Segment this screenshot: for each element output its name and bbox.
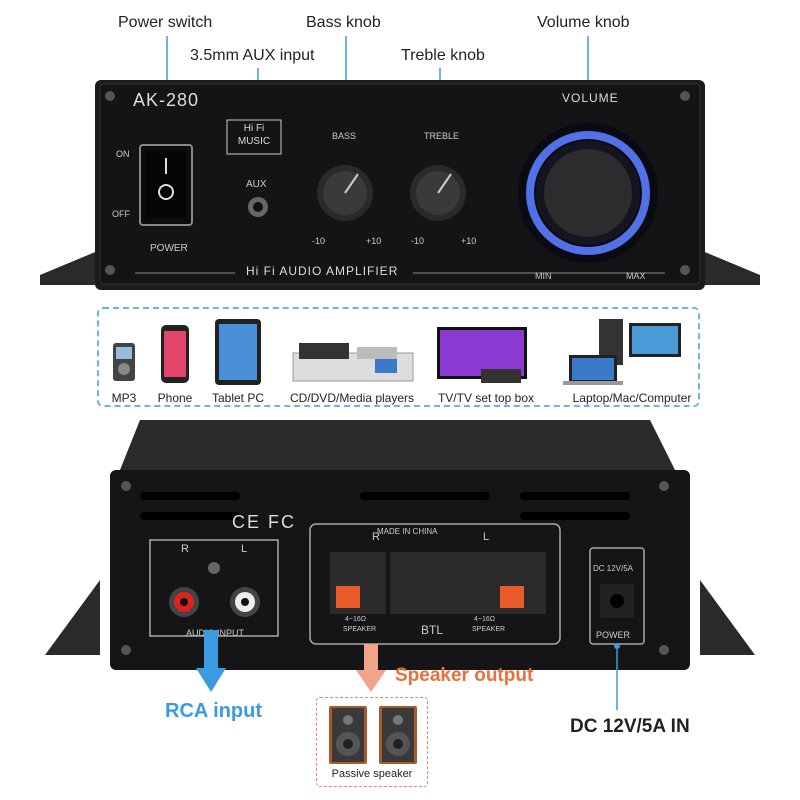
- bass-max-label: +10: [366, 236, 382, 246]
- treble-label: TREBLE: [424, 131, 460, 141]
- device-label-computer: Laptop/Mac/Computer: [572, 391, 692, 405]
- device-label-mp3: MP3: [111, 391, 137, 405]
- speaker-word-right: SPEAKER: [472, 626, 506, 633]
- speaker-arrow: [356, 644, 386, 692]
- model-name: AK-280: [133, 90, 200, 110]
- tv-icon: [437, 327, 527, 383]
- badge-line1: Hi Fi: [243, 123, 265, 134]
- rca-r-label: R: [181, 543, 189, 555]
- power-label: POWER: [150, 243, 188, 254]
- media-player-icon: [292, 343, 414, 382]
- devices-illustrations: [113, 319, 681, 385]
- aux-input-callout: 3.5mm AUX input: [190, 47, 315, 64]
- speaker-spec-left: 4~16Ω: [345, 616, 366, 623]
- hifi-badge: Hi Fi MUSIC: [227, 122, 281, 148]
- on-label: ON: [116, 149, 130, 159]
- speaker-spec-right: 4~16Ω: [474, 616, 495, 623]
- volume-label: VOLUME: [562, 91, 619, 105]
- rca-l-label: L: [241, 543, 248, 555]
- dc-in-label: DC 12V/5A IN: [570, 716, 690, 737]
- aux-label: AUX: [246, 179, 267, 190]
- mp3-player-icon: [113, 343, 135, 381]
- device-label-phone: Phone: [157, 391, 193, 405]
- passive-speaker-box: Passive speaker: [316, 697, 428, 787]
- device-label-tv: TV/TV set top box: [437, 391, 535, 405]
- tablet-icon: [215, 319, 261, 385]
- treble-max-label: +10: [461, 236, 477, 246]
- rca-input-label: RCA input: [165, 700, 263, 722]
- power-switch-callout: Power switch: [118, 14, 213, 31]
- volume-max-label: MAX: [626, 271, 646, 281]
- made-in-label: MADE IN CHINA: [377, 527, 438, 536]
- dc-spec-label: DC 12V/5A: [593, 564, 634, 573]
- treble-knob-callout: Treble knob: [401, 47, 485, 64]
- device-label-tablet: Tablet PC: [211, 391, 265, 405]
- speaker-word-left: SPEAKER: [343, 626, 377, 633]
- phone-icon: [161, 325, 189, 383]
- panel-footer: Hi Fi AUDIO AMPLIFIER: [246, 264, 399, 278]
- rca-arrow: [196, 630, 226, 692]
- device-label-media: CD/DVD/Media players: [289, 391, 415, 405]
- treble-min-label: -10: [411, 236, 425, 246]
- ce-fcc-marks: CE FC: [232, 512, 296, 532]
- volume-min-label: MIN: [535, 271, 552, 281]
- bass-label: BASS: [332, 131, 357, 141]
- off-label: OFF: [112, 209, 130, 219]
- rear-power-label: POWER: [596, 630, 631, 640]
- bass-min-label: -10: [312, 236, 326, 246]
- front-panel: [40, 80, 760, 290]
- annotation-arrows: [196, 630, 620, 710]
- speaker-l-label: L: [483, 531, 490, 543]
- rear-panel: [45, 420, 755, 670]
- source-devices-box: MP3 Phone Tablet PC CD/DVD/Media players…: [97, 307, 700, 407]
- bass-knob-callout: Bass knob: [306, 14, 381, 31]
- computer-icon: [563, 319, 681, 385]
- speaker-r-label: R: [372, 531, 380, 543]
- speaker-icon: [329, 706, 417, 764]
- passive-speaker-label: Passive speaker: [331, 768, 413, 780]
- btl-label: BTL: [421, 623, 444, 637]
- volume-knob-callout: Volume knob: [537, 14, 630, 31]
- badge-line2: MUSIC: [237, 136, 271, 147]
- speaker-output-label: Speaker output: [395, 665, 534, 686]
